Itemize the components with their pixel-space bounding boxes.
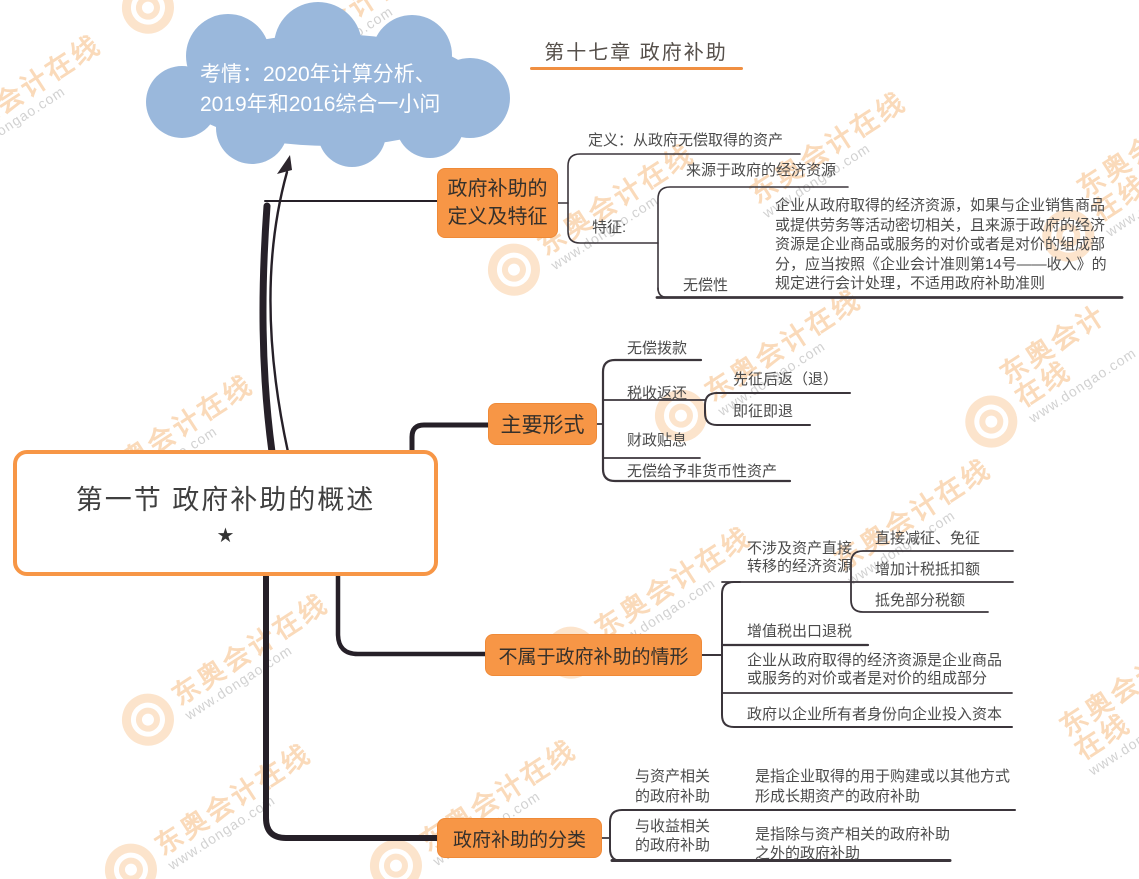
chapter-title: 第十七章 政府补助: [544, 42, 728, 64]
topic-box-forms[interactable]: 主要形式: [488, 403, 597, 445]
node-vat-export-refund: 增值税出口退税: [747, 623, 853, 640]
topic-box-classification[interactable]: 政府补助的分类: [437, 818, 602, 858]
cloud-shape: [146, 2, 510, 167]
arrow-head-icon: [277, 155, 292, 174]
main-topic-title: 第一节 政府补助的概述: [75, 485, 376, 515]
node-asset-related-desc: 是指企业取得的用于购建或以其他方式 形成长期资产的政府补助: [755, 768, 1011, 805]
node-grant: 无偿拨款: [627, 340, 688, 357]
node-income-related-label: 与收益相关 的政府补助: [635, 818, 711, 854]
arrow-line: [269, 170, 290, 454]
main-topic-box[interactable]: 第一节 政府补助的概述 ★: [13, 450, 438, 576]
node-interest-subsidy: 财政贴息: [627, 432, 688, 449]
node-gratis-note: 企业从政府取得的经济资源，如果与企业销售商品 或提供劳务等活动密切相关，且来源于…: [775, 197, 1107, 292]
node-gratis-label: 无偿性: [683, 277, 729, 294]
node-income-related-desc: 是指除与资产相关的政府补助 之外的政府补助: [755, 826, 951, 862]
topic-box-definition[interactable]: 政府补助的 定义及特征: [437, 168, 558, 238]
node-asset-related-label: 与资产相关 的政府补助: [635, 768, 711, 805]
node-no-transfer: 不涉及资产直接 转移的经济资源: [747, 540, 853, 575]
trunk-lower-left: [263, 571, 440, 841]
node-tax-refund: 税收返还: [627, 385, 688, 402]
star-icon: ★: [216, 525, 235, 547]
node-tax-refund-immediate: 即征即退: [733, 403, 794, 420]
trunk-upper: [259, 202, 276, 456]
node-tax-credit: 抵免部分税额: [875, 592, 966, 609]
node-direct-reduction: 直接减征、免征: [875, 530, 981, 547]
node-nonmonetary: 无偿给予非货币性资产: [627, 463, 778, 480]
node-feature-source: 来源于政府的经济资源: [686, 162, 837, 179]
chapter-title-rule: [530, 67, 743, 70]
node-definition: 定义：从政府无偿取得的资产: [588, 132, 784, 149]
topic-box-exclusions[interactable]: 不属于政府补助的情形: [485, 634, 702, 676]
exam-note-cloud: 考情：2020年计算分析、 2019年和2016综合一小问: [200, 63, 441, 116]
node-consideration: 企业从政府取得的经济资源是企业商品 或服务的对价或者是对价的组成部分: [747, 652, 1003, 687]
node-tax-refund-first: 先征后返（退）: [733, 371, 839, 388]
node-owner-capital: 政府以企业所有者身份向企业投入资本: [747, 706, 1003, 723]
branch-forms-elbow: [409, 422, 492, 455]
node-feature-label: 特征:: [592, 219, 627, 236]
trunk-lower-mid: [335, 571, 489, 657]
node-tax-deduction-increase: 增加计税抵扣额: [875, 561, 981, 578]
